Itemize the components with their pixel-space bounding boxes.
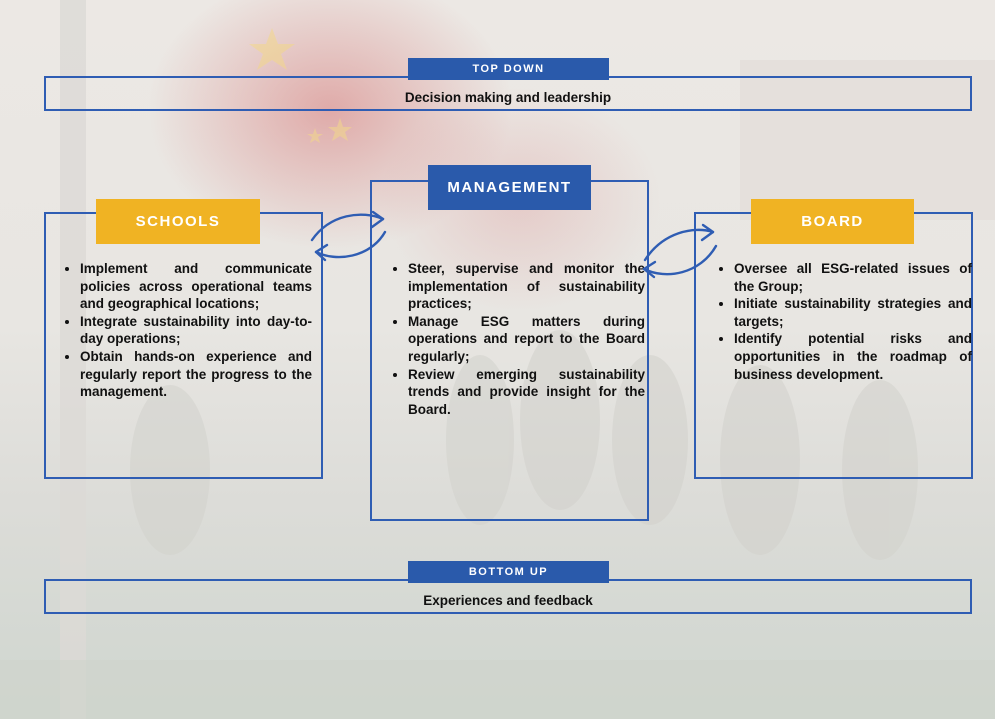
board-points: Oversee all ESG-related issues of the Gr… [718,260,972,383]
management-point: Review emerging sustainability trends an… [408,366,645,419]
management-board-arrow-icon [642,223,718,279]
top-down-description: Decision making and leadership [404,90,612,105]
management-point: Steer, supervise and monitor the impleme… [408,260,645,313]
board-point: Initiate sustainability strategies and t… [734,295,972,330]
management-points: Steer, supervise and monitor the impleme… [392,260,645,418]
schools-point: Implement and communicate policies acros… [80,260,312,313]
schools-point: Obtain hands-on experience and regularly… [80,348,312,401]
schools-point: Integrate sustainability into day-to-day… [80,313,312,348]
bottom-up-description: Experiences and feedback [423,593,593,608]
board-title: BOARD [751,199,914,244]
schools-points: Implement and communicate policies acros… [64,260,312,401]
schools-management-arrow-icon [310,210,387,262]
top-down-tag: TOP DOWN [408,58,609,80]
board-point: Oversee all ESG-related issues of the Gr… [734,260,972,295]
board-point: Identify potential risks and opportuniti… [734,330,972,383]
bottom-up-tag: BOTTOM UP [408,561,609,583]
management-point: Manage ESG matters during operations and… [408,313,645,366]
schools-title: SCHOOLS [96,199,260,244]
management-title: MANAGEMENT [428,165,591,210]
